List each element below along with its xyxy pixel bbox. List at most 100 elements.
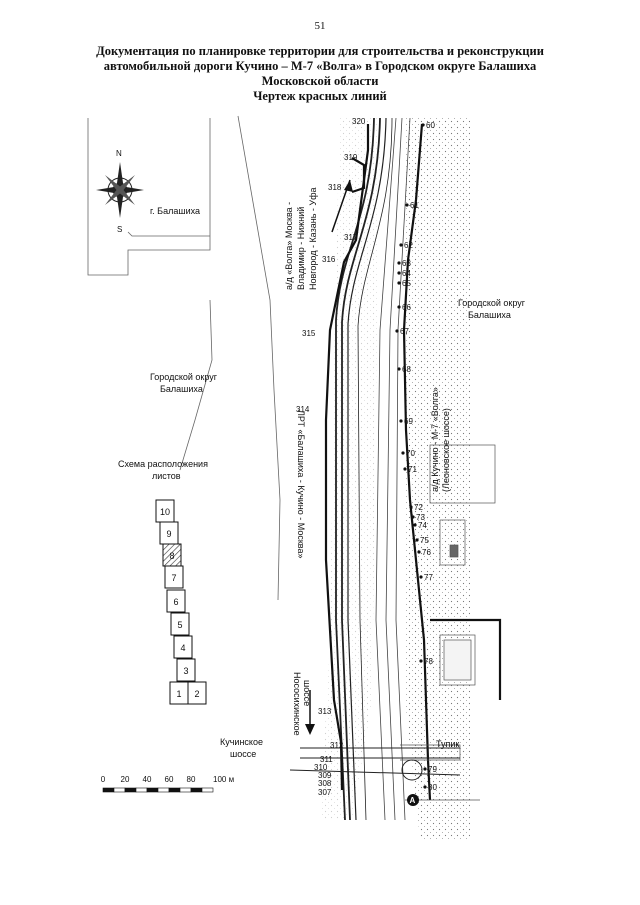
nosov-label-2: шоссе (302, 680, 312, 706)
point-label: 76 (422, 548, 431, 557)
road-label: а/д Кучино - М-7 «Волга» (Леоновское шос… (430, 387, 451, 492)
point-marker (397, 305, 401, 309)
title-line-3: Московской области (261, 74, 379, 88)
title-line-2: автомобильной дороги Кучино – М-7 «Волга… (103, 59, 537, 73)
scale-tick-label: 60 (165, 775, 174, 784)
point-label: 310 (314, 763, 328, 772)
point-marker (423, 785, 427, 789)
point-label: 68 (402, 365, 411, 374)
sheet-number: 4 (180, 643, 185, 653)
point-label: 61 (410, 201, 419, 210)
road-label-2: (Леоновское шоссе) (441, 408, 451, 492)
point-label: 80 (428, 783, 437, 792)
point-label: 78 (424, 657, 433, 666)
scale-segment (113, 787, 126, 793)
point-label: 64 (402, 269, 411, 278)
point-label: 77 (424, 573, 433, 582)
sheet-number: 7 (171, 573, 176, 583)
point-marker (415, 538, 419, 542)
title-line-4: Чертеж красных линий (253, 89, 387, 103)
point-marker (417, 550, 421, 554)
point-marker (409, 505, 413, 509)
highway-label-1: а/д «Волга» Москва - (284, 202, 294, 290)
point-marker (403, 467, 407, 471)
scale-tick-label: 100 м (213, 775, 234, 784)
scale-segment (190, 787, 203, 793)
point-label: 308 (318, 779, 332, 788)
title-line-1: Документация по планировке территории дл… (96, 44, 544, 58)
sheet-box (187, 681, 207, 705)
district-right-label-2: Балашиха (468, 310, 511, 320)
point-labels-left: 3203193183173163153143133123113103093083… (296, 117, 366, 797)
scheme-label-1: Схема расположения (118, 459, 208, 469)
point-label: 60 (426, 121, 435, 130)
point-label: 320 (352, 117, 366, 126)
point-label: 74 (418, 521, 427, 530)
point-label: 316 (322, 255, 336, 264)
point-marker (411, 515, 415, 519)
city-label: г. Балашиха (150, 206, 200, 216)
marker-a-icon: A (407, 794, 419, 806)
district-left-label-1: Городской округ (150, 372, 218, 382)
scale-tick-label: 20 (121, 775, 130, 784)
point-marker (397, 261, 401, 265)
point-label: 313 (318, 707, 332, 716)
scheme-label-2: листов (152, 471, 181, 481)
lrt-label: ЛРТ «Балашиха - Кучино - Москва» (296, 410, 306, 559)
sheet-box (164, 565, 184, 589)
kuchino-label-1: Кучинское (220, 737, 263, 747)
territory-outline (87, 115, 281, 601)
sheet-number: 8 (169, 551, 174, 561)
point-label: 70 (406, 449, 415, 458)
sheet-number: 6 (173, 597, 178, 607)
scale-segment (124, 787, 137, 793)
scale-segment (179, 787, 192, 793)
point-marker (421, 123, 425, 127)
sheet-number: 1 (176, 689, 181, 699)
scale-segment (102, 787, 115, 793)
point-label: 315 (302, 329, 316, 338)
point-label: 309 (318, 771, 332, 780)
point-labels-right: 6061626364656667686970717273747576777879… (395, 121, 437, 792)
point-marker (395, 329, 399, 333)
point-label: 73 (416, 513, 425, 522)
point-label: 75 (420, 536, 429, 545)
highway-band (375, 117, 411, 821)
highway-label: а/д «Волга» Москва - Владимир - Нижний Н… (284, 187, 318, 290)
point-marker (419, 659, 423, 663)
page-number: 51 (314, 20, 326, 32)
scale-segment (146, 787, 159, 793)
point-label: 318 (328, 183, 342, 192)
scale-segment (168, 787, 181, 793)
scale-segment (201, 787, 214, 793)
highway-label-2: Владимир - Нижний (296, 207, 306, 290)
scale-tick-label: 40 (143, 775, 152, 784)
point-label: 307 (318, 788, 332, 797)
highway-label-3: Новгород - Казань - Уфа (308, 187, 318, 290)
point-marker (397, 281, 401, 285)
point-marker (413, 523, 417, 527)
point-label: 63 (402, 259, 411, 268)
document-title: Документация по планировке территории дл… (60, 44, 580, 104)
point-label: 69 (404, 417, 413, 426)
tupik-label: Тупик (436, 739, 459, 749)
point-marker (399, 419, 403, 423)
point-label: 312 (330, 741, 344, 750)
sheet-box (176, 658, 196, 682)
red-line-boundaries (324, 123, 502, 801)
point-label: 319 (344, 153, 358, 162)
point-label: 65 (402, 279, 411, 288)
point-label: 79 (428, 765, 437, 774)
scale-tick-label: 80 (187, 775, 196, 784)
direction-arrow-down-icon (305, 690, 315, 735)
district-left-label-2: Балашиха (160, 384, 203, 394)
compass-north-label: N (116, 149, 122, 158)
sheet-number: 3 (183, 666, 188, 676)
point-marker (399, 243, 403, 247)
point-marker (397, 367, 401, 371)
lrt-label-text: ЛРТ «Балашиха - Кучино - Москва» (296, 410, 306, 559)
point-label: 67 (400, 327, 409, 336)
